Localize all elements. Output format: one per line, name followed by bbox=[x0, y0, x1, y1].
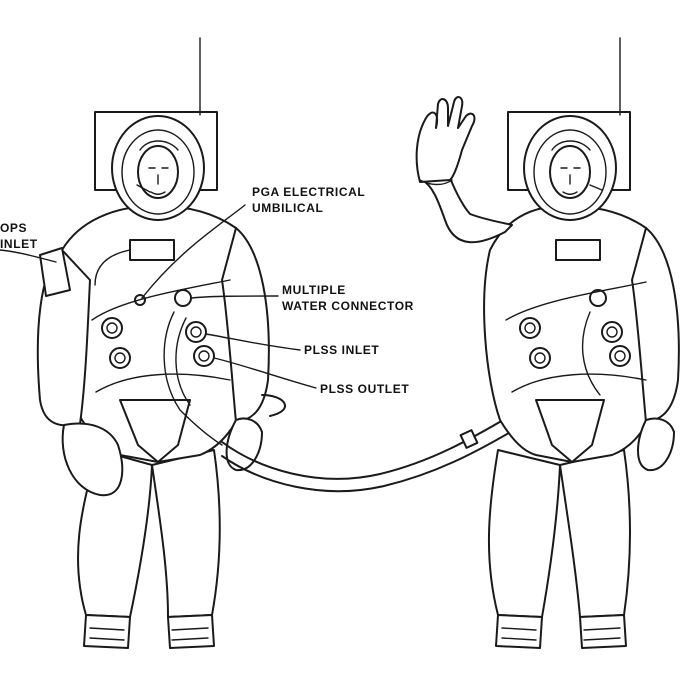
raised-glove bbox=[415, 96, 476, 183]
left-astronaut bbox=[36, 37, 286, 649]
water-connector-label-line1: MULTIPLE bbox=[282, 283, 346, 297]
hose-clamp bbox=[459, 429, 479, 449]
water-connector-label-line2: WATER CONNECTOR bbox=[282, 299, 414, 313]
right-arm bbox=[221, 227, 270, 423]
water-connector-leader bbox=[191, 295, 279, 299]
right-microphone bbox=[589, 184, 603, 191]
plss-outlet-connector bbox=[193, 345, 215, 367]
left-face bbox=[137, 145, 179, 199]
left-connector-2 bbox=[109, 347, 131, 369]
pga-umbilical-label-line1: PGA ELECTRICAL bbox=[252, 185, 366, 199]
left-microphone bbox=[136, 184, 151, 193]
left-helmet bbox=[111, 115, 205, 221]
right-plss-outlet-connector bbox=[609, 345, 631, 367]
right-plss-inlet-connector bbox=[601, 321, 623, 343]
leader-lines bbox=[0, 204, 317, 389]
pga-umbilical-leader bbox=[141, 204, 246, 299]
right-face bbox=[549, 145, 591, 199]
pga-umbilical-label: PGA ELECTRICAL UMBILICAL bbox=[252, 184, 365, 216]
left-connector-1 bbox=[101, 317, 123, 339]
left-hose-loop bbox=[163, 311, 223, 446]
right-water-connector bbox=[589, 289, 607, 307]
plss-inlet-connector bbox=[185, 321, 207, 343]
left-crotch-panel bbox=[119, 399, 191, 463]
right-boot bbox=[167, 614, 215, 649]
ops-inlet-leader bbox=[0, 249, 57, 263]
plss-outlet-leader bbox=[213, 357, 317, 389]
right-astronaut bbox=[415, 37, 680, 649]
plss-inlet-label: PLSS INLET bbox=[304, 343, 380, 357]
right-helmet bbox=[523, 115, 617, 221]
ops-inlet-label: OPS INLET bbox=[0, 220, 38, 252]
electrical-umbilical-connector bbox=[134, 294, 146, 306]
ops-inlet-label-line2: INLET bbox=[0, 237, 38, 251]
left-glove bbox=[61, 422, 124, 497]
water-connector bbox=[174, 289, 192, 307]
ops-inlet-label-line1: OPS bbox=[0, 221, 28, 235]
right-glove bbox=[225, 417, 263, 472]
pga-umbilical-label-line2: UMBILICAL bbox=[252, 201, 324, 215]
raised-arm bbox=[421, 177, 513, 244]
right-connector-1 bbox=[519, 317, 541, 339]
right-chest-box bbox=[555, 239, 601, 261]
right-crotch-panel bbox=[535, 399, 605, 463]
right-astronaut-left-leg bbox=[487, 449, 561, 618]
right-astronaut-right-boot bbox=[579, 614, 627, 649]
plss-inlet-leader bbox=[205, 333, 301, 351]
water-connector-label: MULTIPLE WATER CONNECTOR bbox=[282, 282, 414, 314]
right-leg bbox=[151, 449, 221, 618]
right-connector-2 bbox=[529, 347, 551, 369]
left-chest-box bbox=[129, 239, 175, 261]
plss-outlet-label: PLSS OUTLET bbox=[320, 382, 410, 396]
right-astronaut-right-leg bbox=[559, 449, 631, 618]
right-astronaut-glove bbox=[637, 417, 675, 472]
right-astronaut-left-boot bbox=[495, 614, 543, 649]
right-astronaut-arm bbox=[631, 227, 680, 423]
left-boot bbox=[83, 614, 131, 649]
